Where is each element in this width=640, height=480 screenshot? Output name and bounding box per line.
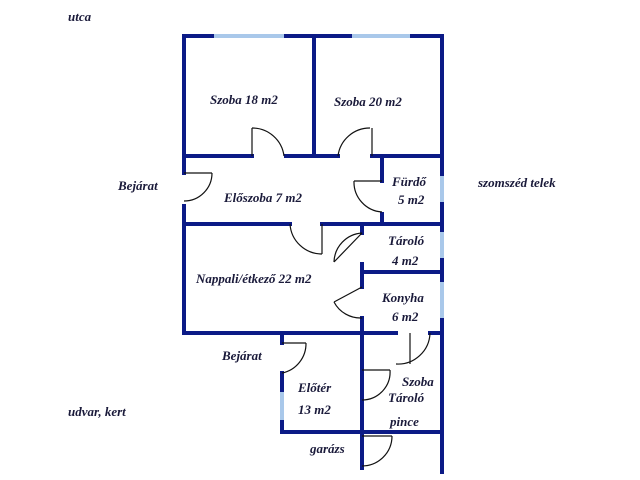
- door-kitchen-arc: [333, 301, 363, 319]
- windows: [214, 34, 444, 420]
- door-kitchen-bottom-arc: [395, 332, 431, 365]
- bath-name-label: Fürdő: [391, 174, 427, 189]
- entrance-left-label: Bejárat: [117, 178, 158, 193]
- street-label: utca: [68, 9, 92, 24]
- bath-area-label: 5 m2: [398, 192, 425, 207]
- hall-label: Előszoba 7 m2: [223, 190, 303, 205]
- yard-label: udvar, kert: [68, 404, 126, 419]
- foyer-area-label: 13 m2: [298, 402, 331, 417]
- door-room2-arc: [337, 127, 371, 157]
- door-storage-arc: [333, 232, 363, 263]
- surrounding-labels: utca Bejárat szomszéd telek Bejárat udva…: [68, 9, 556, 456]
- door-garage-arc: [361, 435, 393, 467]
- cellar-room-label: Szoba: [402, 374, 434, 389]
- garage-label: garázs: [309, 441, 345, 456]
- door-room1-arc: [251, 127, 285, 157]
- room-1-label: Szoba 18 m2: [210, 92, 278, 107]
- door-storage-leaf: [333, 232, 363, 263]
- room-2-label: Szoba 20 m2: [334, 94, 402, 109]
- door-living-arc: [289, 223, 323, 255]
- door-foyer-arc: [281, 342, 307, 374]
- kitchen-area-label: 6 m2: [392, 309, 419, 324]
- living-label: Nappali/étkező 22 m2: [195, 271, 312, 286]
- door-kitchen-leaf: [333, 286, 363, 303]
- door-entrance-left-arc: [183, 172, 213, 202]
- kitchen-name-label: Konyha: [381, 290, 424, 305]
- cellar-label: pince: [389, 414, 419, 429]
- cellar-storage-label: Tároló: [388, 390, 425, 405]
- storage-name-label: Tároló: [388, 233, 425, 248]
- entrance-bottom-label: Bejárat: [221, 348, 262, 363]
- storage-area-label: 4 m2: [391, 253, 419, 268]
- neighbor-label: szomszéd telek: [477, 175, 556, 190]
- walls: [182, 34, 444, 474]
- room-labels: Szoba 18 m2 Szoba 20 m2 Előszoba 7 m2 Fü…: [195, 92, 434, 429]
- door-bath-arc: [353, 180, 383, 213]
- doors: [183, 127, 431, 467]
- foyer-name-label: Előtér: [297, 380, 332, 395]
- door-cellar-arc: [361, 369, 391, 401]
